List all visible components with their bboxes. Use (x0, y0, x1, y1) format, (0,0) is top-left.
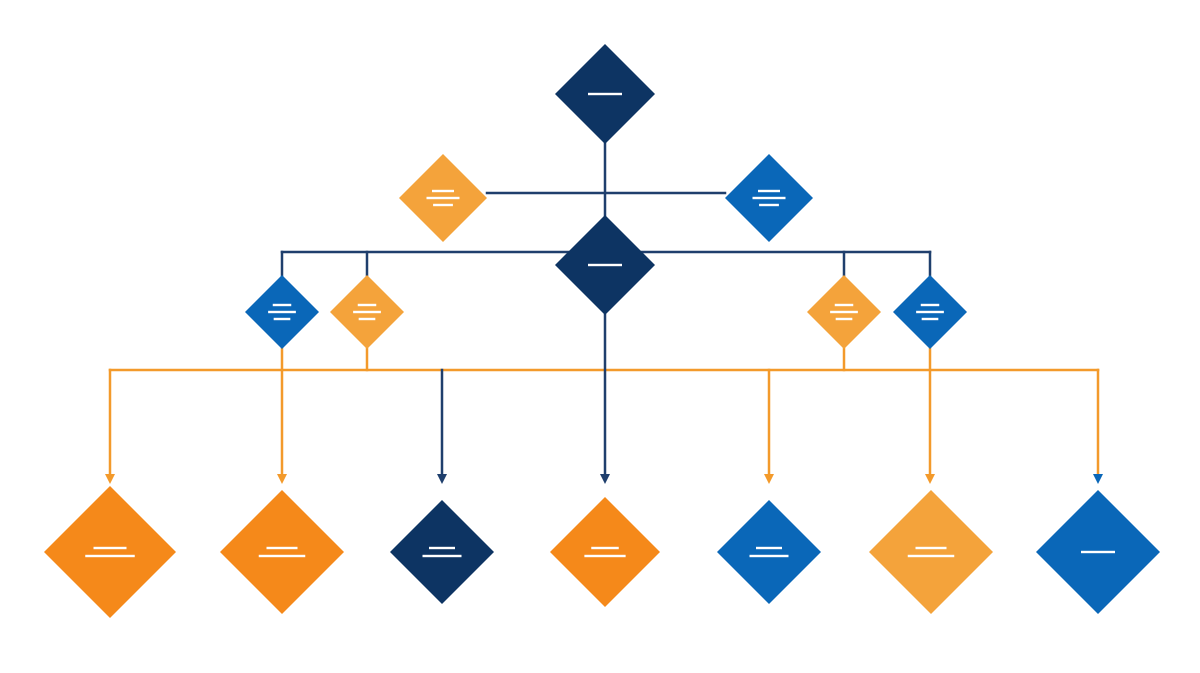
decision-diamond (869, 490, 993, 614)
decision-node-l1-right (725, 154, 813, 242)
placeholder-text-line (588, 92, 622, 96)
decision-diamond (44, 486, 176, 618)
arrowhead-leaf-1 (105, 474, 115, 484)
placeholder-text-line (85, 554, 135, 558)
placeholder-text-line (759, 203, 779, 207)
placeholder-text-line (433, 203, 453, 207)
decision-node-leaf-1 (44, 486, 176, 618)
placeholder-text-line (429, 546, 455, 550)
decision-node-l1-left (399, 154, 487, 242)
placeholder-text-line (268, 310, 296, 314)
arrowhead-leaf-2 (277, 474, 287, 484)
placeholder-text-line (756, 546, 782, 550)
decision-node-leaf-6 (869, 490, 993, 614)
placeholder-text-line (752, 196, 786, 200)
placeholder-text-line (93, 546, 127, 550)
decision-node-l3-c (807, 275, 881, 349)
placeholder-text-line (830, 310, 858, 314)
decision-node-leaf-5 (717, 500, 821, 604)
decision-node-leaf-7 (1036, 490, 1160, 614)
placeholder-text-line (920, 303, 940, 307)
placeholder-text-line (758, 189, 780, 193)
placeholder-text-line (273, 317, 291, 321)
nodes-layer (44, 44, 1160, 618)
placeholder-text-line (258, 554, 306, 558)
placeholder-text-line (357, 303, 377, 307)
placeholder-text-line (588, 263, 622, 267)
placeholder-text-line (834, 303, 854, 307)
decision-node-l3-a (245, 275, 319, 349)
arrowhead-leaf-7 (1093, 474, 1103, 484)
decision-node-root (555, 44, 655, 144)
placeholder-text-line (426, 196, 460, 200)
placeholder-text-line (915, 546, 947, 550)
placeholder-text-line (353, 310, 381, 314)
placeholder-text-line (432, 189, 454, 193)
decision-node-l3-b (330, 275, 404, 349)
placeholder-text-line (921, 317, 939, 321)
placeholder-text-line (907, 554, 955, 558)
arrowhead-leaf-3 (437, 474, 447, 484)
arrowhead-leaf-4 (600, 474, 610, 484)
arrowhead-leaf-6 (925, 474, 935, 484)
placeholder-text-line (422, 554, 462, 558)
placeholder-text-line (835, 317, 853, 321)
decision-node-leaf-3 (390, 500, 494, 604)
decision-node-l3-d (893, 275, 967, 349)
placeholder-text-line (584, 554, 626, 558)
decision-node-leaf-4 (550, 497, 660, 607)
placeholder-text-line (916, 310, 944, 314)
decision-diamond (220, 490, 344, 614)
decision-node-leaf-2 (220, 490, 344, 614)
placeholder-text-line (1081, 550, 1115, 554)
placeholder-text-line (749, 554, 789, 558)
placeholder-text-line (266, 546, 298, 550)
placeholder-text-line (591, 546, 619, 550)
arrowhead-leaf-5 (764, 474, 774, 484)
placeholder-text-line (358, 317, 376, 321)
decision-diamond (390, 500, 494, 604)
decision-diamond (717, 500, 821, 604)
placeholder-text-line (272, 303, 292, 307)
decision-diamond (550, 497, 660, 607)
decision-node-hub (555, 215, 655, 315)
